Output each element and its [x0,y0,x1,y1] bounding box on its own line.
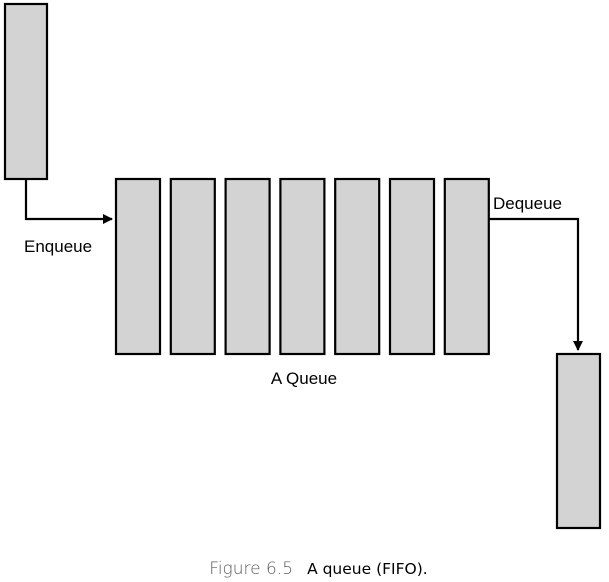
incoming-element [3,2,49,181]
queue-slot [114,177,162,356]
outgoing-element [555,352,602,530]
queue-slot [334,177,381,356]
queue-slot [169,177,216,356]
queue-slot [388,177,436,356]
queue-slot [224,177,271,356]
dequeue-label: Dequeue [493,194,562,213]
dequeue-arrow [489,217,583,351]
queue-slot [443,177,490,356]
figure-caption: Figure 6.5 A queue (FIFO). [0,559,609,579]
enqueue-label: Enqueue [24,237,92,256]
queue-slot [279,177,326,356]
figure-number: Figure 6.5 [209,559,294,579]
queue-label: A Queue [271,369,337,388]
enqueue-arrow [24,179,113,224]
figure-caption-text: A queue (FIFO). [307,560,428,578]
queue-slots [114,177,490,356]
